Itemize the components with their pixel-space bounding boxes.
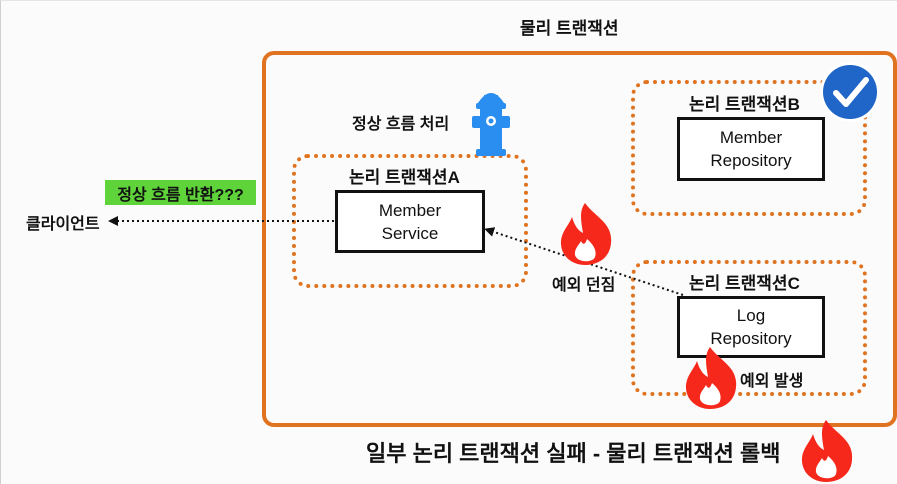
bottom-title: 일부 논리 트랜잭션 실패 - 물리 트랜잭션 롤백 — [366, 441, 781, 466]
logical-transaction-b-label: 논리 트랜잭션B — [689, 95, 800, 114]
physical-transaction-box — [262, 51, 897, 427]
logical-transaction-c-label: 논리 트랜잭션C — [689, 274, 800, 293]
exception-occurred-label: 예외 발생 — [740, 373, 804, 390]
client-label: 클라이언트 — [26, 216, 100, 233]
fire-icon — [560, 203, 612, 265]
logical-transaction-a-label: 논리 트랜잭션A — [349, 168, 460, 187]
log-repository-label: Log Repository — [710, 306, 792, 348]
normal-flow-return-note: 정상 흐름 반환??? — [105, 180, 256, 205]
normal-flow-process-label: 정상 흐름 처리 — [352, 116, 450, 133]
member-service-label: Member Service — [378, 200, 442, 243]
member-service-box: Member Service — [335, 190, 485, 253]
log-repository-box: Log Repository — [677, 296, 825, 358]
check-circle-icon — [820, 62, 880, 122]
exception-propagation-arrow — [484, 227, 684, 296]
fire-icon — [685, 347, 737, 409]
physical-transaction-title: 물리 트랜잭션 — [520, 19, 619, 38]
fire-icon — [801, 420, 853, 482]
member-repository-label: Member Repository — [710, 128, 792, 170]
logical-transaction-b-box — [631, 80, 867, 216]
logical-transaction-c-box — [631, 260, 867, 396]
exception-thrown-label: 예외 던짐 — [552, 277, 616, 294]
fire-hydrant-icon — [472, 93, 510, 156]
member-repository-box: Member Repository — [677, 117, 825, 181]
